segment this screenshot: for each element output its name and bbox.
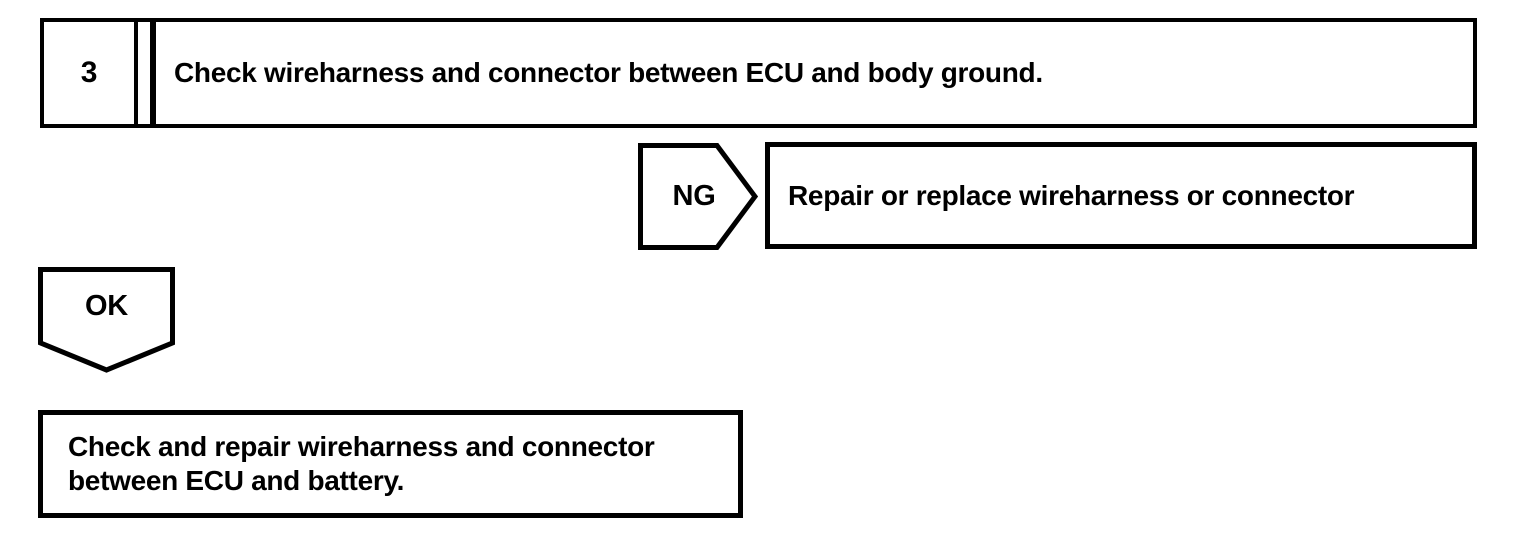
pentagon-arrow-right-icon: [638, 143, 758, 250]
ng-action-box: Repair or replace wireharness or connect…: [765, 142, 1477, 249]
ok-connector: OK: [38, 267, 175, 373]
ok-action-text: Check and repair wireharness and connect…: [68, 431, 655, 496]
ng-label: NG: [672, 180, 716, 212]
step-number: 3: [80, 56, 98, 89]
step-number-cell: 3: [44, 22, 138, 124]
ng-action-text: Repair or replace wireharness or connect…: [788, 179, 1355, 211]
step-divider: [150, 22, 156, 124]
step-instruction: Check wireharness and connector between …: [174, 57, 1043, 88]
ok-action-box: Check and repair wireharness and connect…: [38, 410, 743, 518]
ng-connector: NG: [638, 143, 758, 250]
step-box: 3 Check wireharness and connector betwee…: [40, 18, 1477, 128]
pentagon-arrow-down-icon: [38, 267, 175, 373]
ok-label: OK: [85, 289, 128, 322]
